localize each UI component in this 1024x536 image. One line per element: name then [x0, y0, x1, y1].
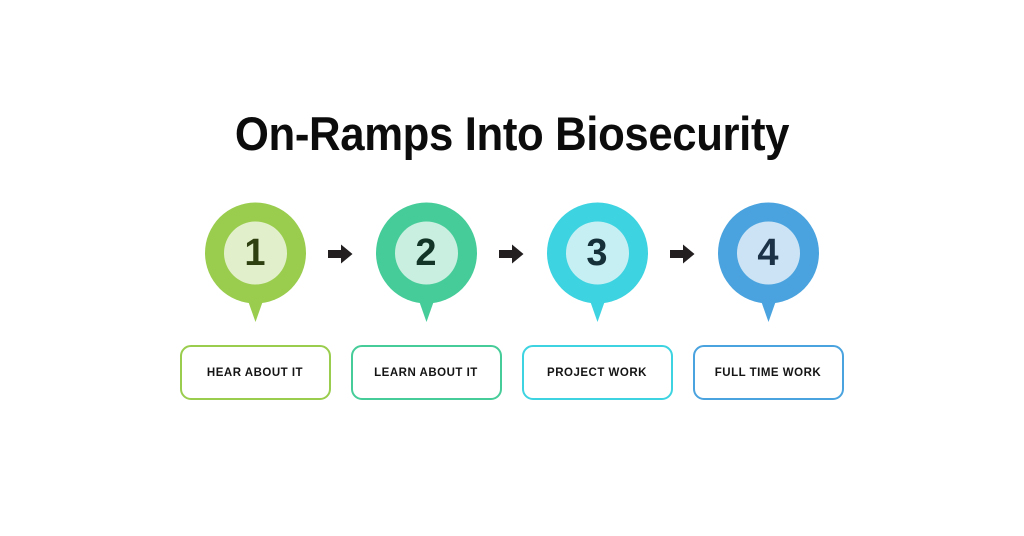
pin-inner-disc	[223, 221, 287, 285]
pin-inner-disc	[565, 221, 629, 285]
pin-inner-disc	[736, 221, 800, 285]
arrow-right-icon	[325, 239, 355, 269]
step-label-text: FULL TIME WORK	[714, 366, 822, 379]
step-label-box-1[interactable]: HEAR ABOUT IT	[179, 345, 331, 400]
arrow-right-icon	[667, 239, 697, 269]
step-label-box-4[interactable]: FULL TIME WORK	[692, 345, 844, 400]
labels-row: HEAR ABOUT IT LEARN ABOUT IT PROJECT WORK F…	[0, 345, 1024, 401]
step-pin-3[interactable]: 3	[540, 196, 655, 328]
step-pin-4[interactable]: 4	[711, 196, 826, 328]
step-label-text: LEARN ABOUT IT	[374, 366, 478, 379]
step-pin-1[interactable]: 1	[198, 196, 313, 328]
arrow-right-icon	[496, 239, 526, 269]
step-label-text: HEAR ABOUT IT	[206, 366, 304, 379]
step-label-box-2[interactable]: LEARN ABOUT IT	[350, 345, 502, 400]
step-label-box-3[interactable]: PROJECT WORK	[521, 345, 673, 400]
step-label-text: PROJECT WORK	[547, 366, 647, 379]
pin-inner-disc	[394, 221, 458, 285]
page-title: On-Ramps Into Biosecurity	[234, 107, 790, 160]
step-pin-2[interactable]: 2	[369, 196, 484, 328]
